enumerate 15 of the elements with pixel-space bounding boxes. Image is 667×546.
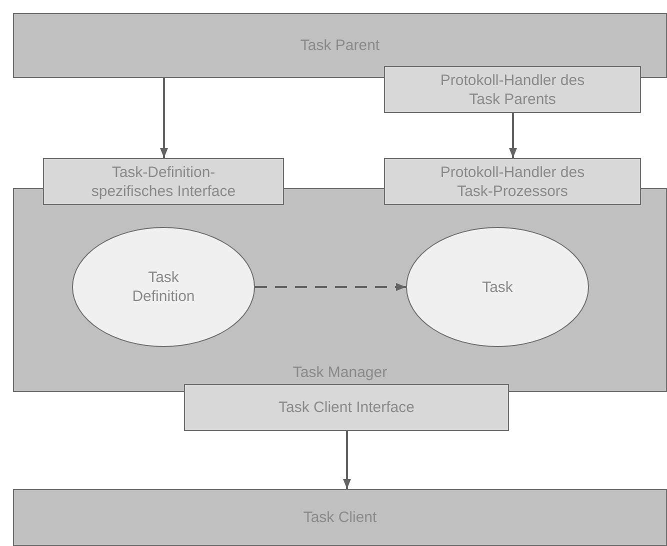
node-label: Task bbox=[482, 278, 513, 296]
arrow bbox=[343, 431, 351, 489]
interface-box bbox=[384, 66, 641, 113]
interface-box bbox=[184, 384, 509, 431]
node-label: Protokoll-Handler des Task-Prozessors bbox=[439, 162, 586, 200]
arrow bbox=[255, 283, 406, 291]
component-box bbox=[13, 489, 667, 546]
node-label: Protokoll-Handler des Task Parents bbox=[439, 70, 586, 108]
arrow bbox=[160, 78, 168, 158]
interface-box bbox=[43, 158, 284, 205]
node-label: Task Definition bbox=[131, 268, 196, 306]
arrow bbox=[509, 113, 517, 158]
interface-box bbox=[384, 158, 641, 205]
node-label: Task-Definition-spezifisches Interface bbox=[90, 162, 237, 200]
node-label: Task Client Interface bbox=[278, 398, 414, 417]
